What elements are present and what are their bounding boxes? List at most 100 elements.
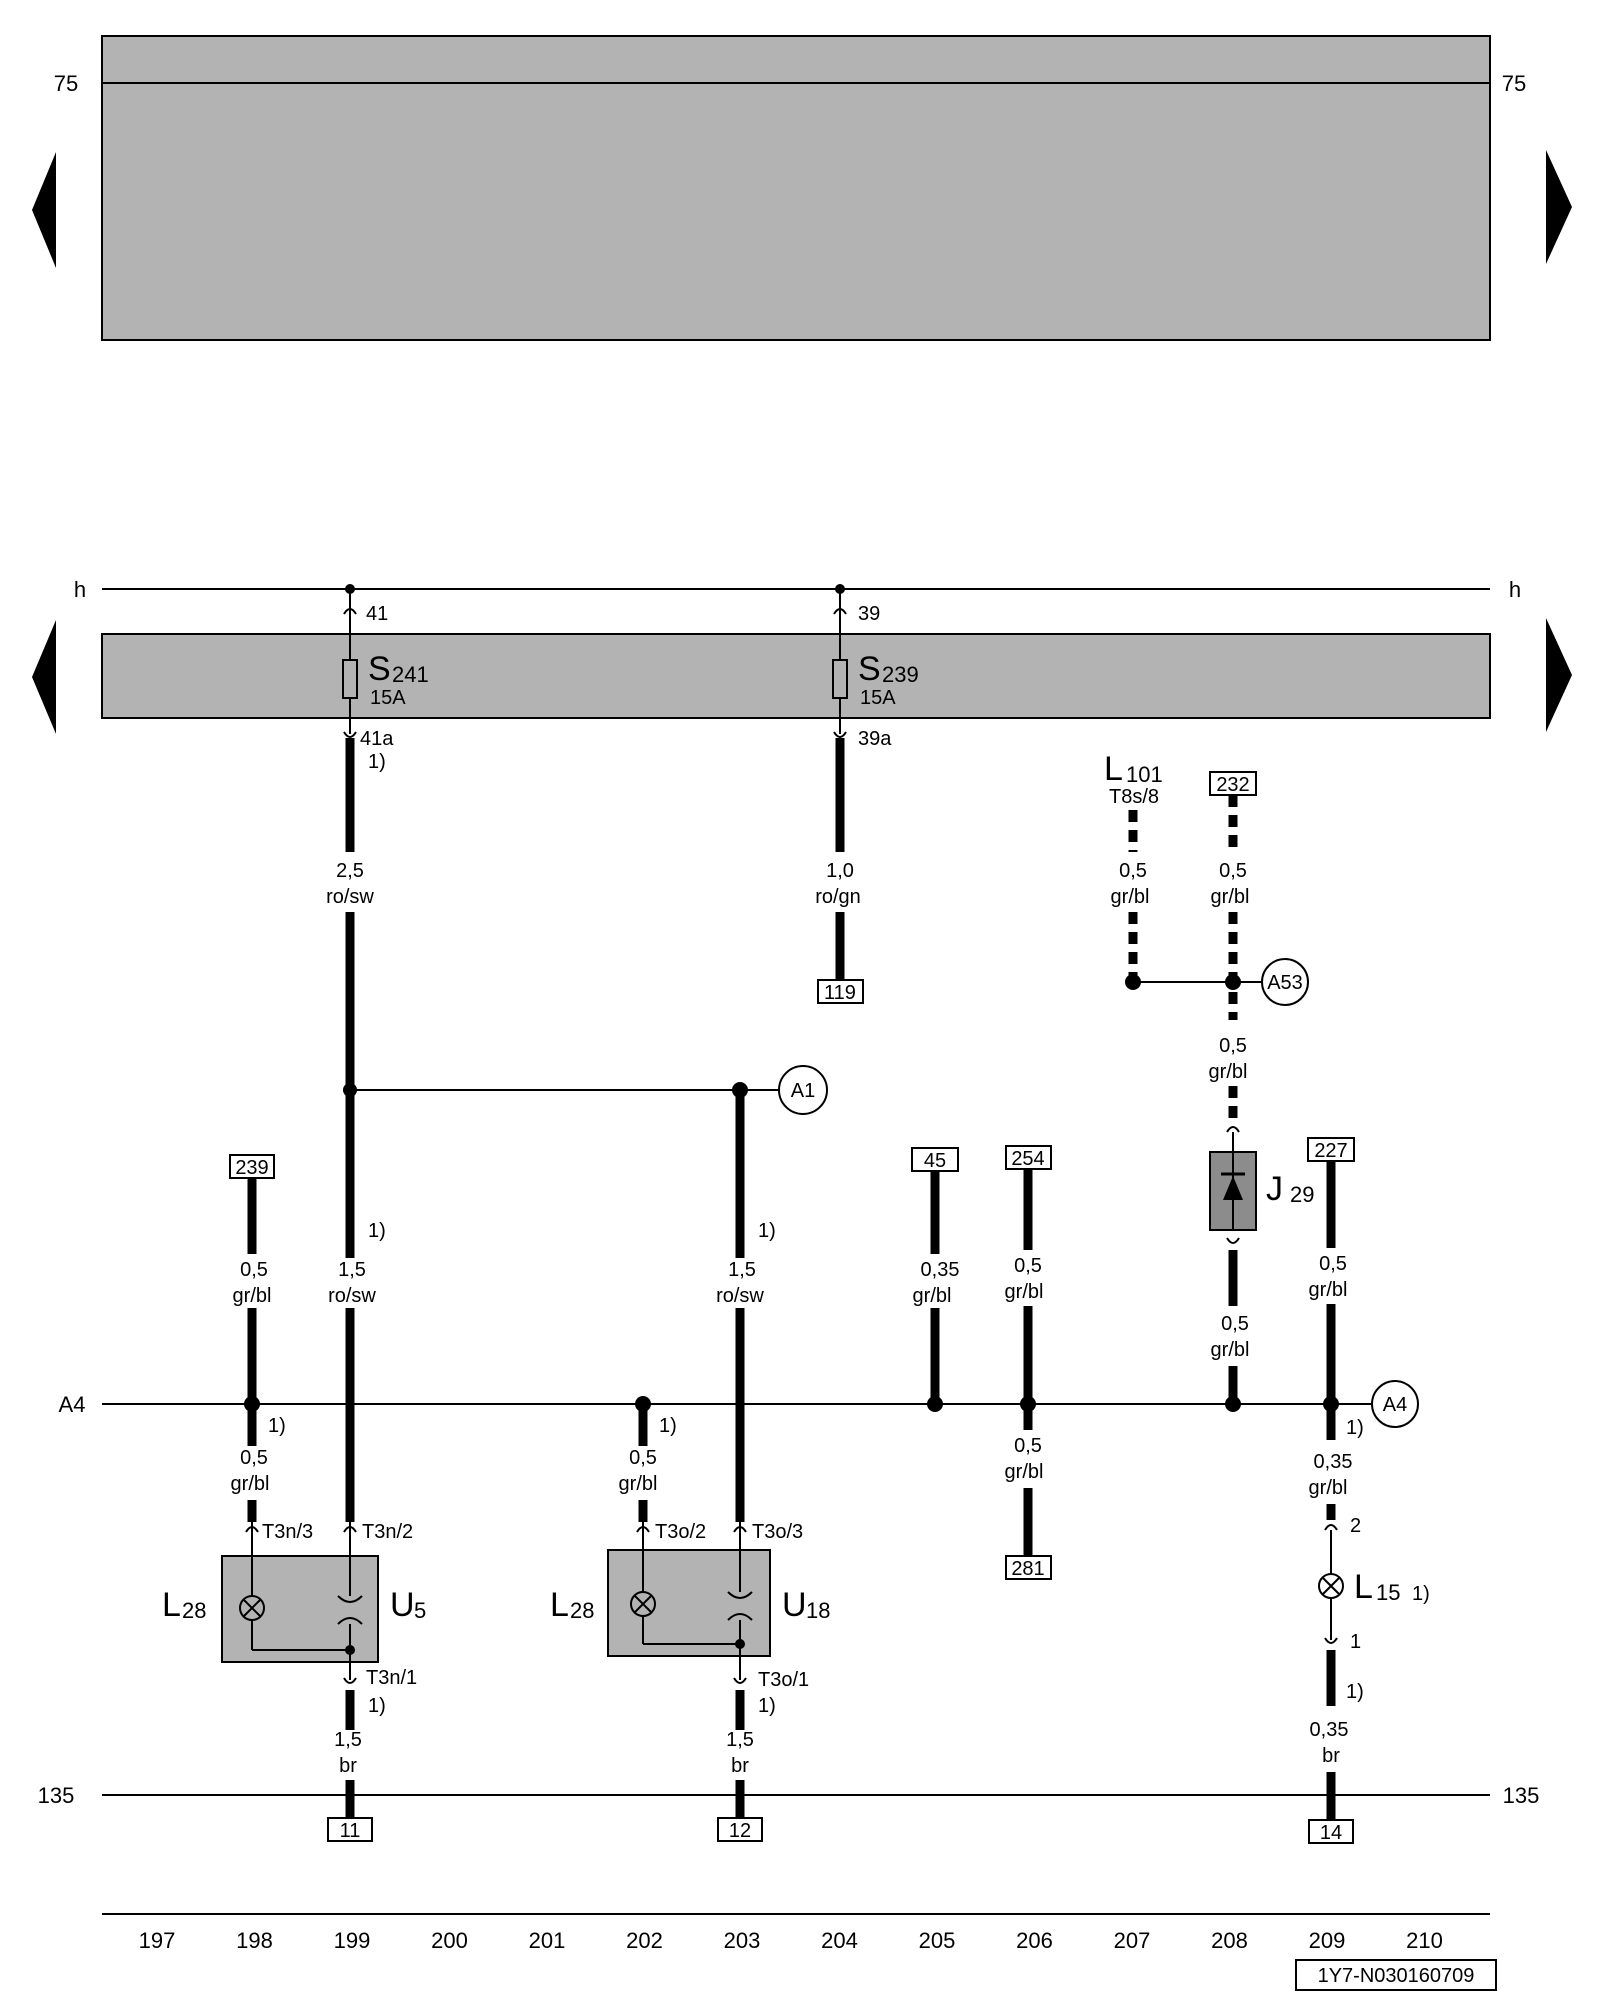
fuse-s241-sub: 241 bbox=[392, 662, 429, 687]
diode-icon bbox=[1223, 1176, 1243, 1200]
u5-pin-left: T3n/3 bbox=[262, 1521, 313, 1543]
next-page-arrow-icon[interactable] bbox=[1546, 150, 1572, 264]
ref-14[interactable] bbox=[1308, 1819, 1354, 1844]
wire-column-206: 254 0,5 gr/bl 0,5 gr/bl 281 bbox=[1005, 1145, 1052, 1580]
u5-unit-name: U bbox=[390, 1586, 415, 1624]
fuse-s239: 39 S 239 15A 39a bbox=[832, 584, 919, 750]
track-number: 197 bbox=[139, 1928, 176, 1953]
wire-column-203: A1 1) 1,5 ro/sw bbox=[716, 1065, 828, 1522]
u18-lamp-sub: 28 bbox=[570, 1598, 594, 1623]
ref-227-label: 227 bbox=[1314, 1140, 1347, 1162]
wire-column-207: L 101 T8s/8 0,5 gr/bl bbox=[1104, 750, 1233, 990]
fuse-band: h h bbox=[32, 577, 1572, 734]
fuse-s239-pin-in: 39 bbox=[858, 603, 880, 625]
track-number: 204 bbox=[821, 1928, 858, 1953]
previous-page-arrow-icon[interactable] bbox=[32, 152, 56, 268]
track-number: 200 bbox=[431, 1928, 468, 1953]
wire-205-color: gr/bl bbox=[913, 1285, 952, 1307]
track-number: 207 bbox=[1114, 1928, 1151, 1953]
u5-lamp-sub: 28 bbox=[182, 1598, 206, 1623]
l15-name: L bbox=[1354, 1568, 1373, 1606]
track-number: 210 bbox=[1406, 1928, 1443, 1953]
rail-75-left-label: 75 bbox=[54, 71, 78, 96]
component-u18[interactable]: T3o/2 T3o/3 L 28 U 18 T3o/1 bbox=[550, 1521, 830, 1691]
ref-281[interactable] bbox=[1005, 1555, 1052, 1580]
u5-lamp-name: L bbox=[162, 1586, 181, 1624]
ref-11[interactable] bbox=[327, 1817, 373, 1842]
track-number: 203 bbox=[724, 1928, 761, 1953]
track-number: 199 bbox=[334, 1928, 371, 1953]
connector-a4[interactable] bbox=[1371, 1380, 1419, 1428]
wire-199-top-size: 2,5 bbox=[336, 860, 364, 882]
component-u5[interactable]: T3n/3 T3n/2 L 28 U 5 T3n/1 bbox=[162, 1521, 426, 1689]
track-number: 198 bbox=[236, 1928, 273, 1953]
l15-note: 1) bbox=[1412, 1583, 1430, 1605]
wire-198-low-note: 1) bbox=[268, 1415, 286, 1437]
rail-135-right-label: 135 bbox=[1503, 1783, 1540, 1808]
wire-column-199: 2,5 ro/sw 1) 1,5 ro/sw bbox=[326, 738, 740, 1522]
ref-12-label: 12 bbox=[729, 1820, 751, 1842]
ref-14-label: 14 bbox=[1320, 1822, 1342, 1844]
wire-199-low-color: br bbox=[339, 1755, 357, 1777]
u18-pin-right: T3o/3 bbox=[752, 1521, 803, 1543]
ref-12[interactable] bbox=[717, 1817, 763, 1842]
connector-a1-label: A1 bbox=[791, 1080, 815, 1102]
u18-lamp-name: L bbox=[550, 1586, 569, 1624]
fuse-s241-name: S bbox=[368, 650, 391, 688]
ref-254-label: 254 bbox=[1011, 1148, 1044, 1170]
rail-h-left-label: h bbox=[74, 577, 86, 602]
j29-sub: 29 bbox=[1290, 1182, 1314, 1207]
fuse-s241: 41 S 241 15A 41a 1) bbox=[342, 584, 429, 773]
fuse-s241-pin-in: 41 bbox=[366, 603, 388, 625]
wire-204-color: ro/gn bbox=[815, 886, 861, 908]
wire-205-size: 0,35 bbox=[921, 1259, 960, 1281]
wire-208-top-color: gr/bl bbox=[1211, 886, 1250, 908]
wire-207-color: gr/bl bbox=[1111, 886, 1150, 908]
wire-208-mid-color: gr/bl bbox=[1209, 1061, 1248, 1083]
rail-75-right-label: 75 bbox=[1502, 71, 1526, 96]
fuse-s239-name: S bbox=[858, 650, 881, 688]
socket-icon bbox=[727, 1591, 753, 1599]
ref-239-label: 239 bbox=[235, 1157, 268, 1179]
wire-column-202: 1) 0,5 gr/bl bbox=[619, 1396, 677, 1522]
connector-a53-label: A53 bbox=[1267, 972, 1303, 994]
j29-name: J bbox=[1266, 1170, 1283, 1208]
wire-206-top-size: 0,5 bbox=[1014, 1255, 1042, 1277]
wire-column-208: 232 0,5 gr/bl A53 0,5 gr/bl J 29 0,5 gr/… bbox=[1209, 771, 1314, 1412]
ref-119-label: 119 bbox=[824, 982, 856, 1004]
l101-sub: 101 bbox=[1126, 762, 1163, 787]
track-number: 202 bbox=[626, 1928, 663, 1953]
top-band: 75 75 bbox=[32, 35, 1572, 341]
track-number: 208 bbox=[1211, 1928, 1248, 1953]
connector-a1[interactable] bbox=[778, 1065, 828, 1115]
wire-203-low-size: 1,5 bbox=[726, 1729, 754, 1751]
ref-119[interactable] bbox=[817, 979, 864, 1004]
wire-199-low-size: 1,5 bbox=[334, 1729, 362, 1751]
next-page-arrow-icon[interactable] bbox=[1546, 618, 1572, 732]
wire-209-low-color: br bbox=[1322, 1745, 1340, 1767]
footer-code: 1Y7-N030160709 bbox=[1295, 1959, 1497, 1991]
wire-203-low-note: 1) bbox=[758, 1695, 776, 1717]
wire-206-low-color: gr/bl bbox=[1005, 1461, 1044, 1483]
rail-h-right-label: h bbox=[1509, 577, 1521, 602]
l101-pin: T8s/8 bbox=[1109, 786, 1159, 808]
previous-page-arrow-icon[interactable] bbox=[32, 620, 56, 734]
ref-45-label: 45 bbox=[924, 1150, 946, 1172]
wire-207-size: 0,5 bbox=[1119, 860, 1147, 882]
wire-206-top-color: gr/bl bbox=[1005, 1281, 1044, 1303]
wire-column-209: 227 0,5 gr/bl 1) 0,35 gr/bl 2 L 15 1) 1 … bbox=[1307, 1137, 1430, 1844]
track-number: 206 bbox=[1016, 1928, 1053, 1953]
u5-unit-sub: 5 bbox=[414, 1598, 426, 1623]
footer-code-label: 1Y7-N030160709 bbox=[1318, 1965, 1475, 1987]
wire-208-mid-size: 0,5 bbox=[1219, 1035, 1247, 1057]
fuse-s241-rating: 15A bbox=[370, 687, 406, 709]
wire-column-205: 45 0,35 gr/bl bbox=[911, 1147, 960, 1412]
rail-135: 135 135 bbox=[38, 1783, 1540, 1808]
connector-a53[interactable] bbox=[1261, 958, 1309, 1006]
u18-pin-bottom: T3o/1 bbox=[758, 1669, 809, 1691]
track-number: 205 bbox=[919, 1928, 956, 1953]
u18-unit-sub: 18 bbox=[806, 1598, 830, 1623]
fuse-s241-note: 1) bbox=[368, 751, 386, 773]
